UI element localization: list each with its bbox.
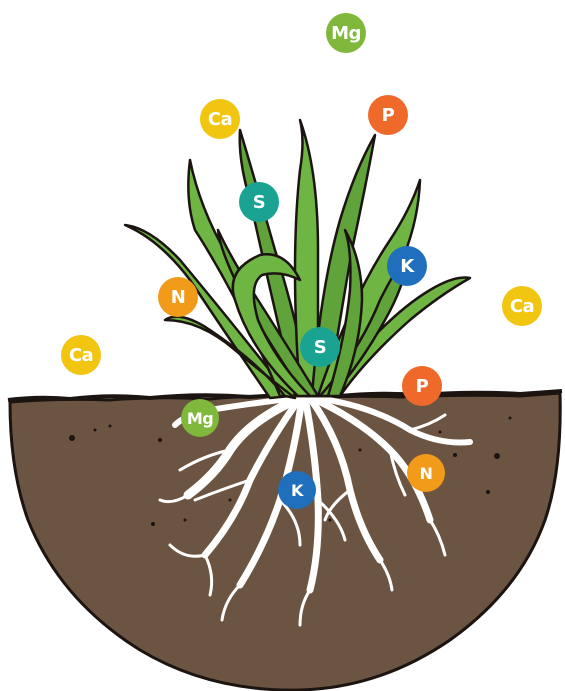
nitrogen-icon: N (158, 277, 198, 317)
calcium-icon: Ca (61, 335, 101, 375)
sulfur-icon: S (300, 327, 340, 367)
calcium-icon: Ca (502, 286, 542, 326)
magnesium-icon: Mg (181, 399, 219, 437)
phosphorus-icon: P (402, 366, 442, 406)
sulfur-icon: S (239, 182, 279, 222)
phosphorus-icon: P (368, 95, 408, 135)
potassium-icon: K (387, 246, 427, 286)
potassium-icon: K (278, 471, 316, 509)
magnesium-icon: Mg (326, 13, 366, 53)
soil-mound (10, 393, 560, 690)
calcium-icon: Ca (200, 99, 240, 139)
nitrogen-icon: N (407, 454, 445, 492)
